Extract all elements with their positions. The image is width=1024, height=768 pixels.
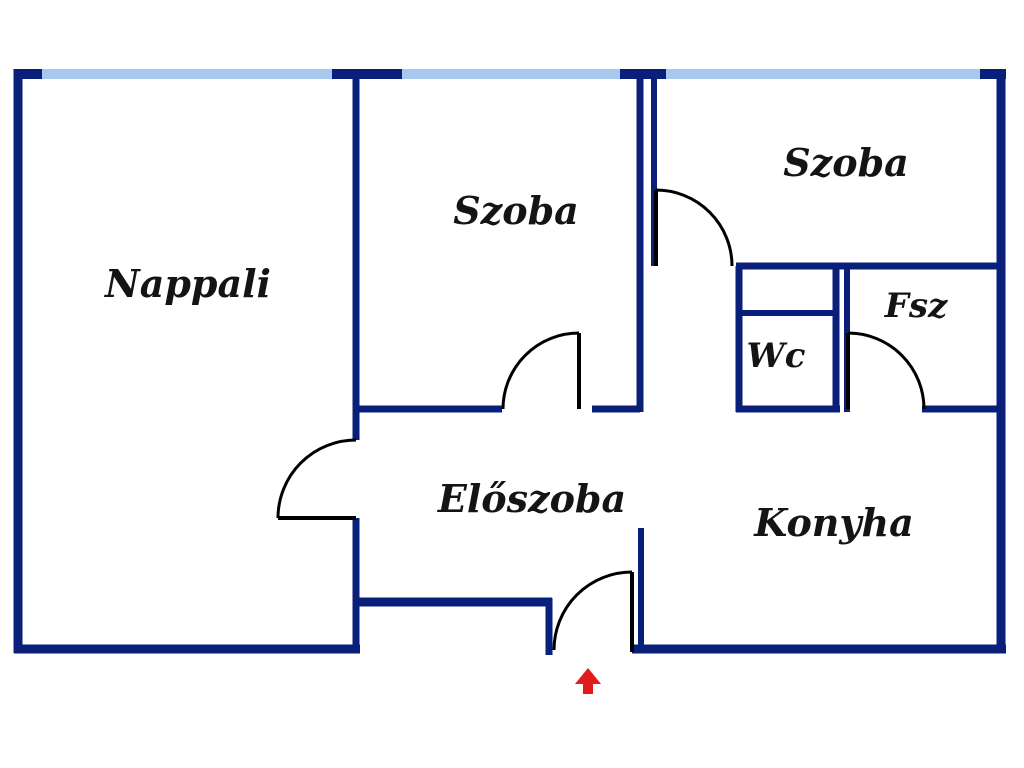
label-szoba-middle: Szoba [453,188,579,233]
label-nappali: Nappali [104,261,271,306]
doors [276,188,926,652]
label-wc: Wc [747,336,806,376]
label-fsz: Fsz [884,286,948,326]
label-szoba-right: Szoba [783,140,909,185]
door-fsz-arc [847,331,926,410]
door-entrance-arc [552,570,633,651]
entrance-arrow-icon [575,668,601,694]
entrance-arrow-shaft [583,683,593,694]
room-labels: Nappali Szoba Szoba Fsz Wc Előszoba Kony… [104,140,948,545]
label-eloszoba: Előszoba [437,476,626,521]
door-szoba-right-arc [655,188,734,267]
door-szoba-middle-arc [501,331,580,410]
label-konyha: Konyha [753,500,914,545]
entrance-arrow-head [575,668,601,684]
door-nappali-arc [276,438,357,519]
